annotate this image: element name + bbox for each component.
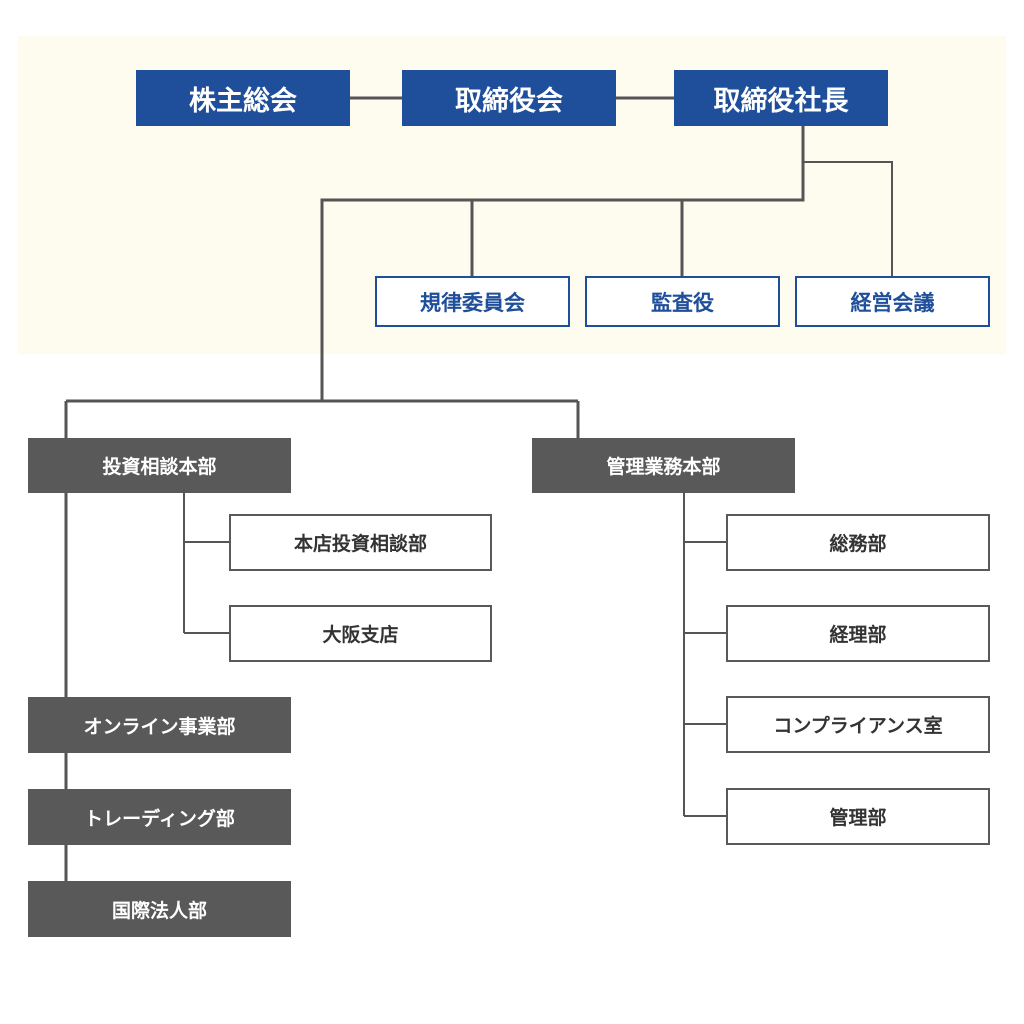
compliance-office-box: コンプライアンス室 [726, 696, 990, 753]
administration-dept-box: 管理部 [726, 788, 990, 845]
management-meeting-box: 経営会議 [795, 276, 990, 327]
compliance-committee-box: 規律委員会 [375, 276, 570, 327]
international-corporate-dept-box: 国際法人部 [28, 881, 291, 937]
connector-investment-children [183, 492, 230, 634]
osaka-branch-box: 大阪支店 [229, 605, 492, 662]
connector-admin-children [683, 492, 727, 817]
investment-hq-box: 投資相談本部 [28, 438, 291, 493]
admin-hq-box: 管理業務本部 [532, 438, 795, 493]
shareholders-meeting-box: 株主総会 [136, 70, 350, 126]
connector-president-trunk [320, 126, 805, 401]
trading-dept-box: トレーディング部 [28, 789, 291, 845]
president-box: 取締役社長 [674, 70, 888, 126]
head-office-investment-dept-box: 本店投資相談部 [229, 514, 492, 571]
accounting-dept-box: 経理部 [726, 605, 990, 662]
connector-to-management-meeting [803, 161, 893, 276]
auditor-box: 監査役 [585, 276, 780, 327]
online-business-dept-box: オンライン事業部 [28, 697, 291, 753]
board-of-directors-box: 取締役会 [402, 70, 616, 126]
general-affairs-dept-box: 総務部 [726, 514, 990, 571]
